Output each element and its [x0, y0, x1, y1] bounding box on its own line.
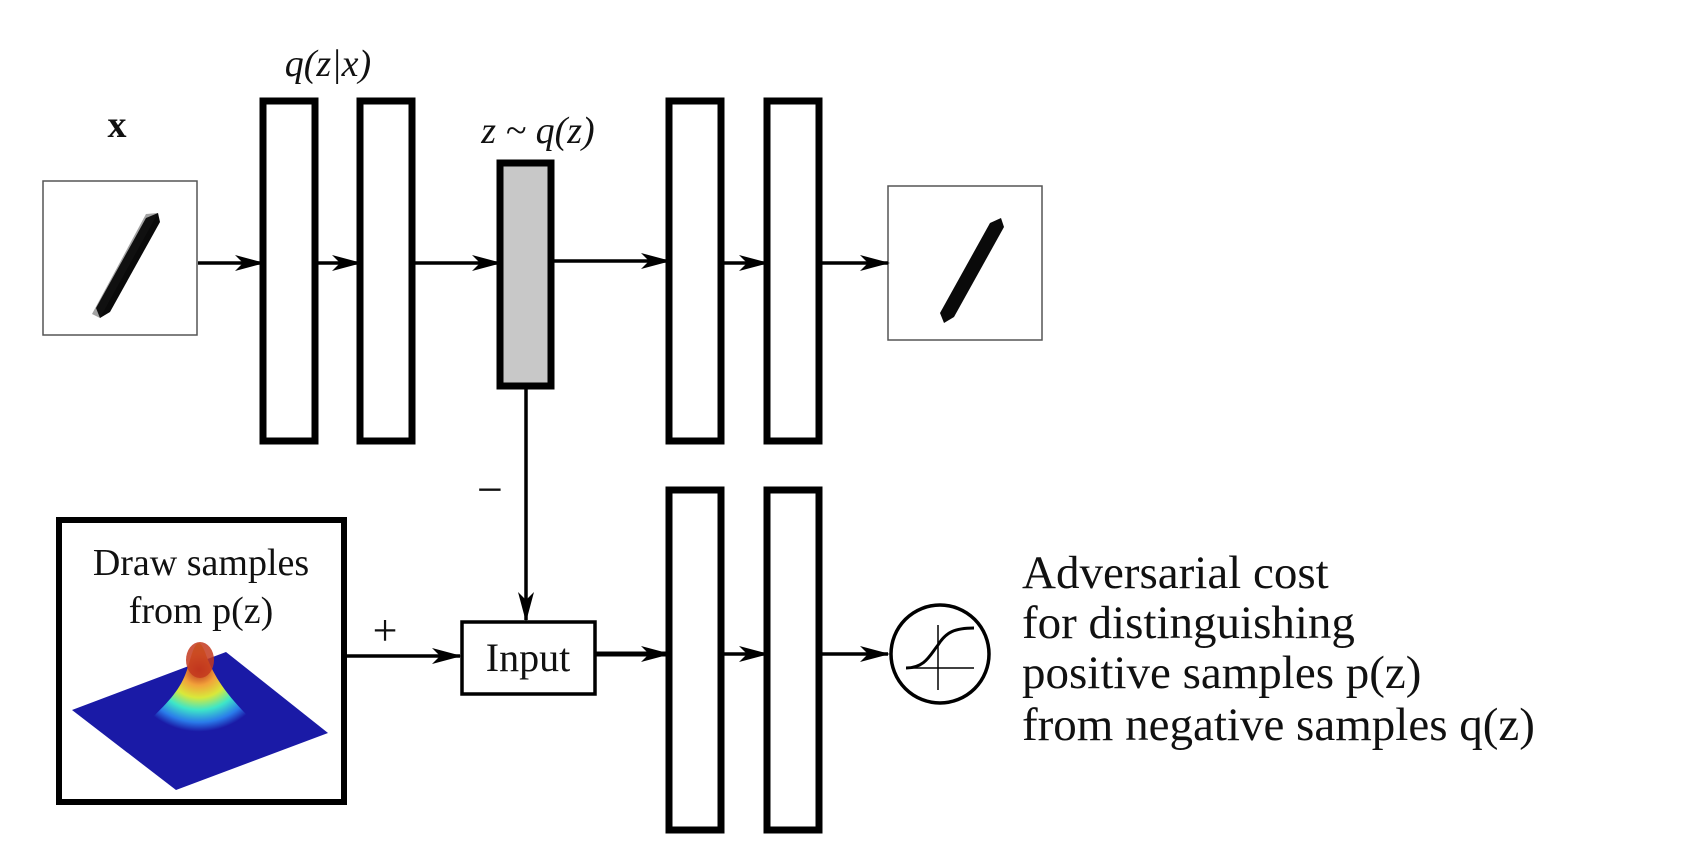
sigmoid-output-icon: [889, 603, 991, 705]
input-image: [42, 180, 198, 336]
encoder-layer-2: [356, 97, 416, 445]
prior-samples-box: Draw samples from p(z): [56, 517, 347, 805]
cost-line-3: positive samples p(z): [1022, 647, 1421, 699]
cost-line-1: Adversarial cost: [1022, 547, 1329, 599]
adversarial-cost-text: Adversarial cost for distinguishing posi…: [1022, 547, 1535, 751]
decoder-layer-2: [763, 97, 823, 445]
discriminator-layer-1: [665, 486, 725, 834]
encoder-layer-1: [259, 97, 319, 445]
input-box-label: Input: [486, 635, 570, 680]
discriminator-layer-2: [763, 486, 823, 834]
input-x-label: x: [108, 104, 127, 146]
latent-label: z ~ q(z): [480, 110, 594, 152]
top-arrows: [198, 253, 890, 271]
plus-sign: +: [373, 606, 398, 655]
decoder-layer-1: [665, 97, 725, 445]
cost-line-4: from negative samples q(z): [1022, 699, 1535, 751]
latent-code-box: [496, 159, 555, 390]
encoder-label: q(z|x): [285, 43, 371, 85]
gaussian-surface-plot: [72, 642, 328, 790]
prior-label-line1: Draw samples: [93, 542, 309, 584]
cost-line-2: for distinguishing: [1022, 597, 1355, 649]
prior-label-line2: from p(z): [129, 590, 274, 632]
minus-sign: −: [477, 464, 503, 515]
reconstructed-image: [887, 185, 1043, 341]
discriminator-input-box: [460, 620, 597, 696]
